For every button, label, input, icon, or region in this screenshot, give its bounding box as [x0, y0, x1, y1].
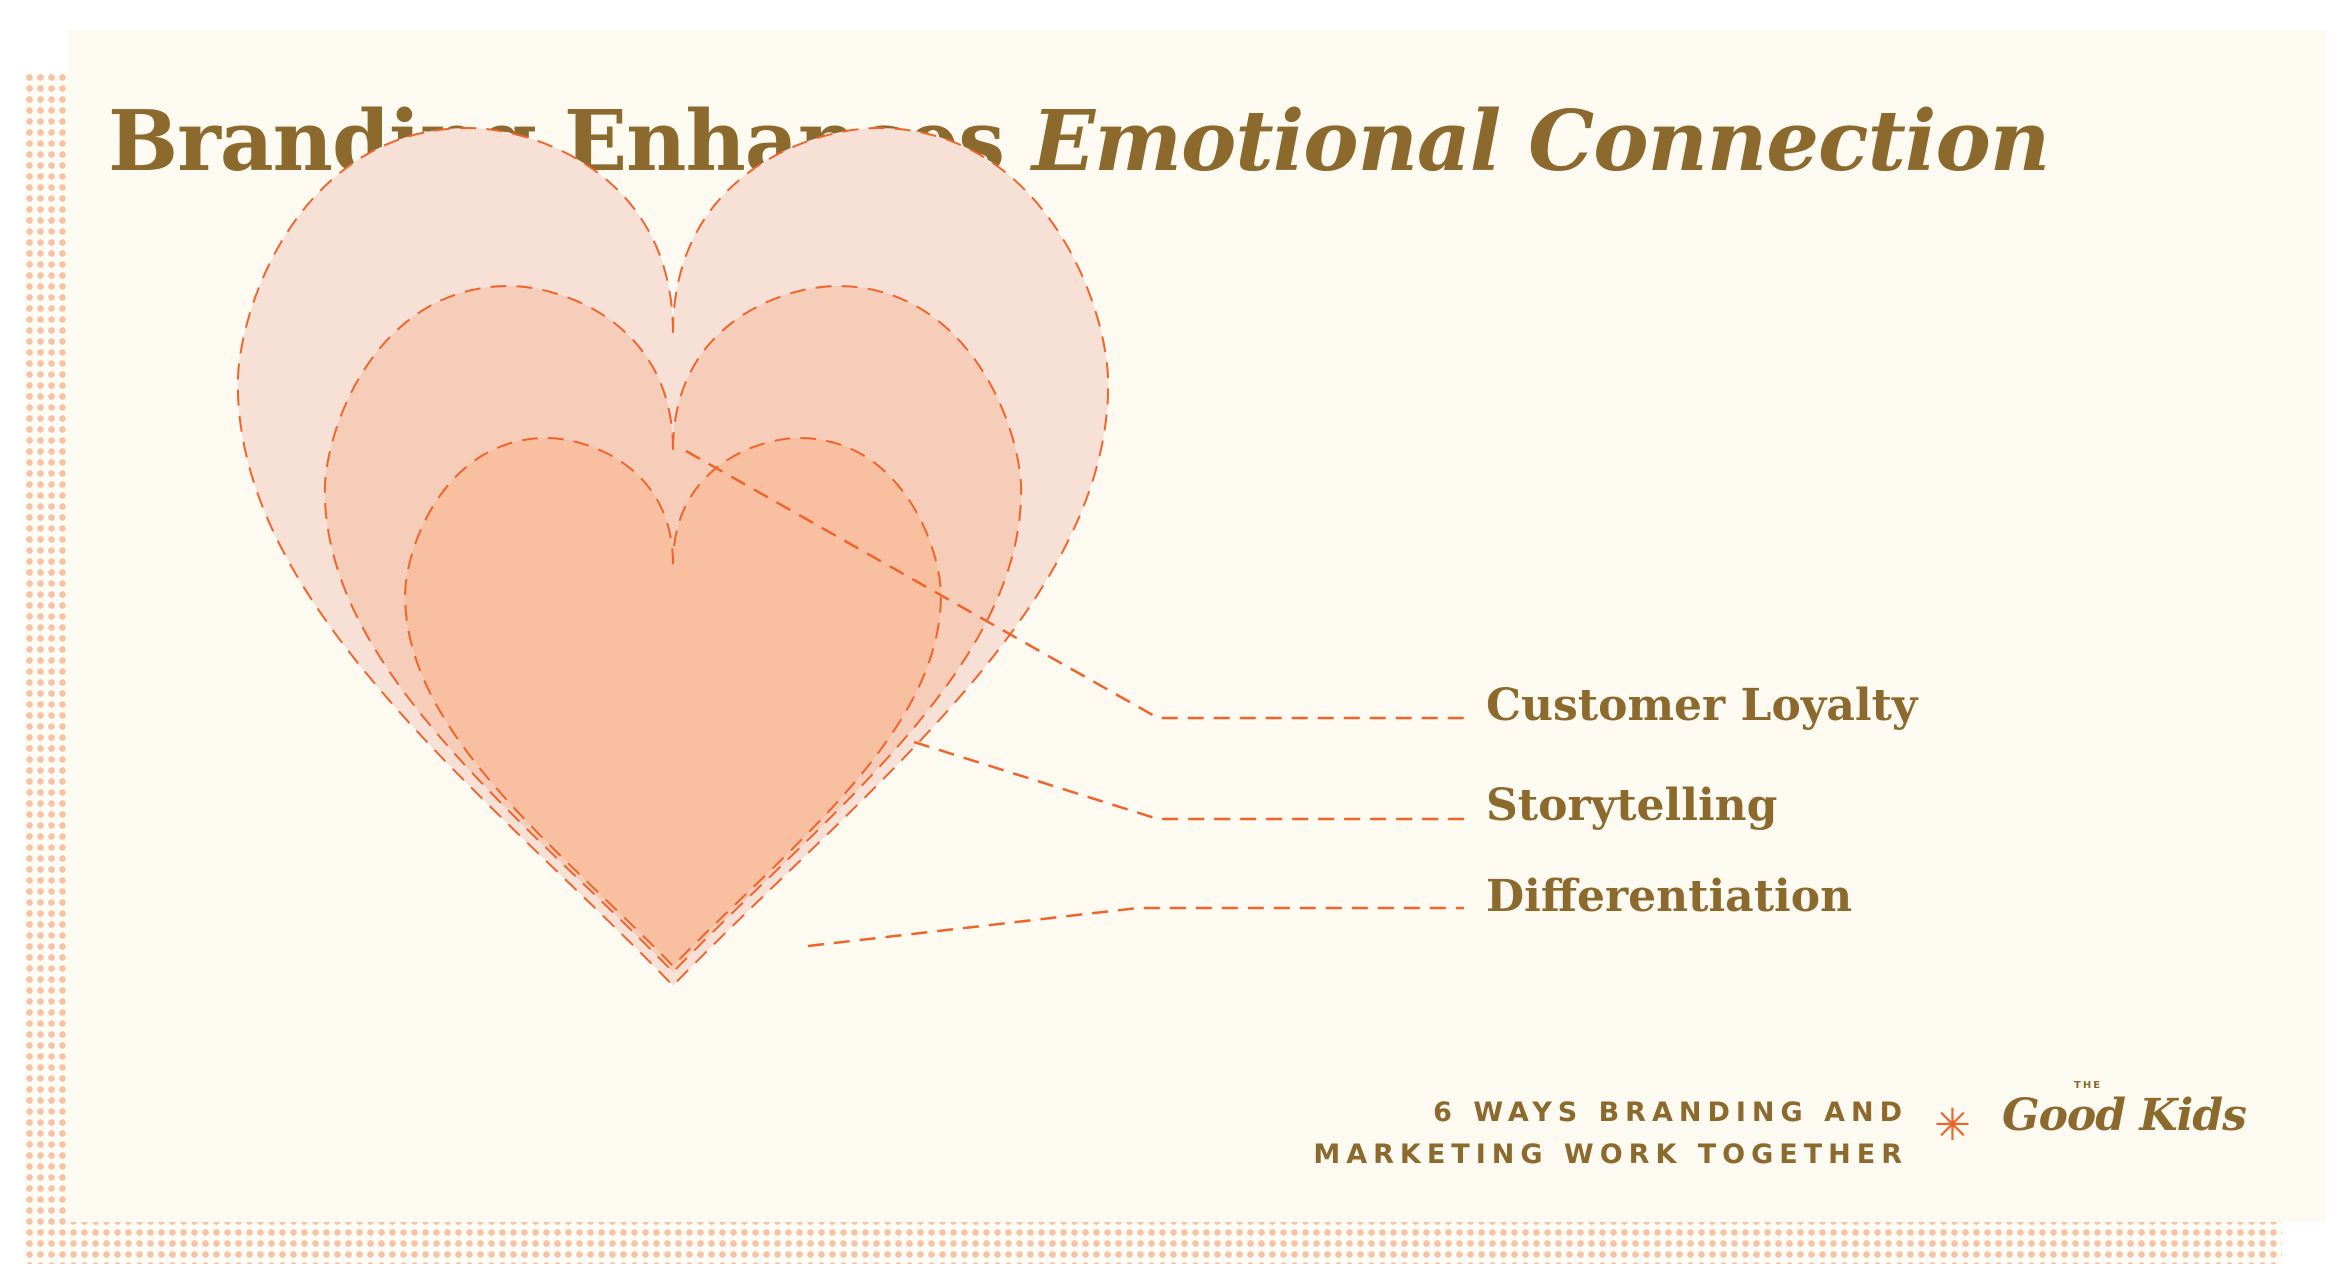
label-customer-loyalty: Customer Loyalty: [1486, 680, 1918, 731]
page-title: Branding Enhances Emotional Connection: [108, 92, 2050, 190]
logo-the-text: THE: [2074, 1080, 2103, 1091]
connector-storytelling: [913, 740, 1464, 821]
good-kids-logo: THE Good Kids: [2002, 1080, 2247, 1152]
series-tagline: 6 WAYS BRANDING AND MARKETING WORK TOGET…: [1313, 1092, 1908, 1176]
logo-wordmark: Good Kids: [2002, 1090, 2247, 1141]
tagline-line-2: MARKETING WORK TOGETHER: [1313, 1139, 1908, 1170]
title-emphasis: Emotional Connection: [1031, 92, 2050, 190]
connector-differentiation: [807, 906, 1464, 948]
tagline-line-1: 6 WAYS BRANDING AND: [1433, 1097, 1908, 1128]
asterisk-icon: ✳: [1934, 1100, 1971, 1151]
label-differentiation: Differentiation: [1486, 871, 1853, 922]
label-storytelling: Storytelling: [1486, 780, 1778, 831]
